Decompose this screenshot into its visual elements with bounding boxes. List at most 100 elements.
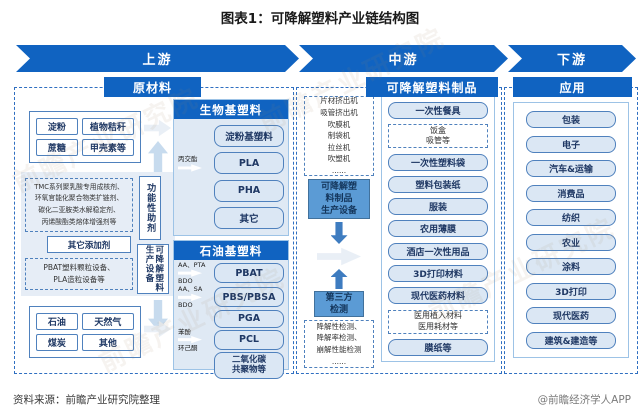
petro-plastics-header: 石油基塑料 bbox=[174, 241, 288, 260]
production-equipment-label: 可降解塑料 生产设备 bbox=[137, 244, 169, 294]
header-degradable-products: 可降解塑料制品 bbox=[366, 77, 498, 97]
feedstock-other: 其他 bbox=[81, 334, 134, 351]
petro-plastics-rows: AA、PTA BDO PBAT AA、SA BDO PBS/PBSA bbox=[174, 260, 288, 379]
application-item: 涂料 bbox=[526, 258, 616, 276]
application-item: 3D打印 bbox=[526, 282, 616, 300]
functional-additives-detail: TMC系列聚乳酸专用成核剂、 环氧官能化聚合物类扩链剂、 碳化二亚胺类水解稳定剂… bbox=[25, 178, 133, 232]
application-item: 建筑&建造等 bbox=[526, 331, 616, 349]
products-list: 一次性餐具 饭盒 吸管等 一次性塑料袋 塑料包装纸 服装 农用薄膜 酒店一次性用… bbox=[381, 96, 495, 362]
petro-row-pbat: AA、PTA BDO PBAT bbox=[178, 261, 284, 285]
pbat-precursor-arrow bbox=[178, 269, 202, 277]
feedstock-starch: 淀粉 bbox=[36, 118, 78, 135]
product-sub-item: 医用植入材料 医用耗材等 bbox=[388, 309, 488, 334]
bio-row-pla: 丙交酯 PLA bbox=[178, 152, 284, 175]
pcl-precursor-bottom: 环己酮 bbox=[178, 343, 198, 352]
production-equipment-text: 可降解塑料 生产设备 bbox=[144, 245, 164, 293]
midstream-container: 片材挤出机 吸管挤出机 吹膜机 制袋机 拉丝机 吹塑机 ...... 可降解塑 … bbox=[296, 87, 502, 374]
box-pbat: PBAT bbox=[214, 263, 284, 284]
banner-upstream-label: 上游 bbox=[142, 53, 173, 68]
pla-precursor-text: 丙交酯 bbox=[178, 154, 198, 163]
source-note: 资料来源：前瞻产业研究院整理 bbox=[13, 394, 160, 406]
bio-row-pha: PHA bbox=[178, 179, 284, 202]
application-item: 消费品 bbox=[526, 184, 616, 202]
products-equipment-list: 片材挤出机 吸管挤出机 吹膜机 制袋机 拉丝机 吹塑机 ...... bbox=[304, 96, 374, 176]
banner-midstream-label: 中游 bbox=[388, 53, 419, 68]
box-pha: PHA bbox=[214, 179, 284, 202]
pbs-precursor-top: AA、SA bbox=[178, 285, 203, 294]
arrow-right-bio-feedstock bbox=[144, 119, 171, 137]
arrow-up-additives bbox=[148, 141, 168, 172]
box-pbs-pbsa: PBS/PBSA bbox=[214, 287, 284, 308]
pcl-precursor-label: 苯酚 环己酮 bbox=[178, 328, 214, 352]
arrow-down-production bbox=[330, 222, 348, 244]
bio-feedstock-box: 淀粉 植物秸秆 蔗糖 甲壳素等 bbox=[29, 111, 141, 163]
pbat-precursor-top: AA、PTA bbox=[178, 261, 206, 269]
feedstock-straw: 植物秸秆 bbox=[81, 118, 134, 135]
upstream-container: 淀粉 植物秸秆 蔗糖 甲壳素等 TMC系列聚乳酸专用成核剂、 环氧官能化聚合物类… bbox=[14, 87, 294, 379]
petro-row-pcl: 苯酚 环己酮 PCL bbox=[178, 328, 284, 352]
product-item: 服装 bbox=[388, 198, 488, 216]
box-pla: PLA bbox=[214, 152, 284, 175]
application-item: 包装 bbox=[526, 111, 616, 128]
other-additives-box: 其它添加剂 bbox=[47, 236, 131, 253]
application-item: 现代医药 bbox=[526, 307, 616, 325]
applications-list: 包装 电子 汽车&运输 消费品 纺织 农业 涂料 3D打印 现代医药 建筑&建造… bbox=[513, 102, 629, 358]
feedstock-coal: 煤炭 bbox=[36, 334, 78, 351]
banner-downstream-label: 下游 bbox=[556, 53, 587, 68]
bio-plastics-header: 生物基塑料 bbox=[174, 100, 288, 119]
product-item: 酒店一次性用品 bbox=[388, 242, 488, 260]
feedstock-sucrose: 蔗糖 bbox=[36, 139, 78, 156]
third-party-testing-box: 第三方 检测 bbox=[314, 291, 364, 317]
pbs-precursor-bottom: BDO bbox=[178, 301, 193, 310]
functional-additives-text: 功能性助剂 bbox=[145, 183, 156, 233]
application-item: 纺织 bbox=[526, 209, 616, 227]
fossil-feedstock-box: 石油 天然气 煤炭 其他 bbox=[29, 306, 141, 358]
bio-plastics-rows: 淀粉基塑料 丙交酯 PLA PHA 其它 bbox=[174, 119, 288, 235]
box-starch-based: 淀粉基塑料 bbox=[214, 125, 284, 148]
petro-plastics-section: 石油基塑料 AA、PTA BDO PBAT AA、SA BDO bbox=[173, 240, 289, 379]
pcl-precursor-top: 苯酚 bbox=[178, 327, 191, 336]
granulation-equipment-detail: PBAT塑料颗粒设备、 PLA造粒设备等 bbox=[25, 258, 133, 290]
application-item: 农业 bbox=[526, 233, 616, 251]
downstream-container: 包装 电子 汽车&运输 消费品 纺织 农业 涂料 3D打印 现代医药 建筑&建造… bbox=[504, 87, 638, 374]
product-sub-item: 饭盒 吸管等 bbox=[388, 124, 488, 149]
page-title: 图表1：可降解塑料产业链结构图 bbox=[220, 11, 420, 27]
header-raw-materials: 原材料 bbox=[104, 77, 201, 97]
banner-upstream: 上游 bbox=[16, 45, 299, 72]
petro-row-co2: 二氧化碳 共聚物等 bbox=[178, 351, 284, 379]
arrow-right-to-products bbox=[317, 247, 361, 266]
testing-detail-list: 降解性检测、 降解率检测、 崩解性能检测 ...... bbox=[304, 320, 374, 368]
petro-row-pbs: AA、SA BDO PBS/PBSA bbox=[178, 285, 284, 309]
pcl-precursor-arrow bbox=[178, 335, 202, 344]
arrow-up-testing bbox=[330, 269, 348, 289]
feedstock-petroleum: 石油 bbox=[36, 313, 78, 330]
pbat-precursor-label: AA、PTA BDO bbox=[178, 261, 214, 285]
box-pcl: PCL bbox=[214, 329, 284, 350]
banner-downstream: 下游 bbox=[508, 45, 636, 72]
box-co2-copolymer: 二氧化碳 共聚物等 bbox=[214, 351, 284, 379]
banner-midstream: 中游 bbox=[299, 45, 508, 72]
product-item: 农用薄膜 bbox=[388, 220, 488, 238]
header-applications: 应用 bbox=[513, 77, 632, 97]
product-item: 膜纸等 bbox=[388, 338, 488, 356]
application-item: 电子 bbox=[526, 135, 616, 153]
additives-panel: TMC系列聚乳酸专用成核剂、 环氧官能化聚合物类扩链剂、 碳化二亚胺类水解稳定剂… bbox=[21, 172, 175, 296]
bio-plastics-section: 生物基塑料 淀粉基塑料 丙交酯 PLA PHA bbox=[173, 99, 289, 236]
product-item: 现代医药材料 bbox=[388, 287, 488, 305]
box-pga: PGA bbox=[214, 309, 284, 328]
pla-precursor-arrow bbox=[178, 164, 202, 172]
product-item: 3D打印材料 bbox=[388, 265, 488, 283]
bio-row-starch: 淀粉基塑料 bbox=[178, 125, 284, 148]
products-equipment-box: 可降解塑 料制品 生产设备 bbox=[308, 179, 370, 219]
application-item: 汽车&运输 bbox=[526, 160, 616, 178]
bio-row-other: 其它 bbox=[178, 206, 284, 229]
credit-note: @前瞻经济学人APP bbox=[537, 394, 631, 406]
product-item: 一次性塑料袋 bbox=[388, 153, 488, 171]
product-item: 一次性餐具 bbox=[388, 102, 488, 119]
pla-precursor-label: 丙交酯 bbox=[178, 155, 214, 172]
pbs-precursor-label: AA、SA BDO bbox=[178, 285, 214, 309]
feedstock-natural-gas: 天然气 bbox=[81, 313, 134, 330]
feedstock-chitin: 甲壳素等 bbox=[81, 139, 134, 156]
product-item: 塑料包装纸 bbox=[388, 175, 488, 193]
pbat-precursor-bottom: BDO bbox=[178, 277, 193, 286]
